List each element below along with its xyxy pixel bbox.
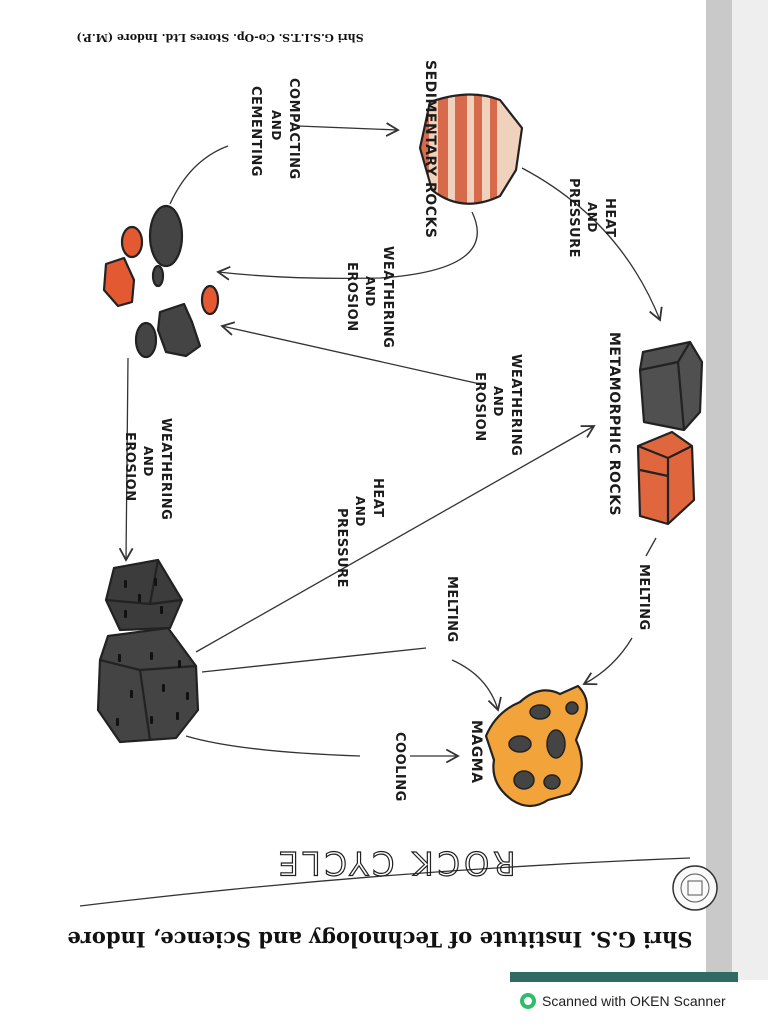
sedimentary-rock-icon bbox=[418, 93, 524, 205]
page-binding-shadow bbox=[732, 0, 768, 980]
printer-footer: Shri G.S.I.T.S. Co-Op. Stores Ltd. Indor… bbox=[76, 31, 363, 44]
scanner-label: Scanned with OKEN Scanner bbox=[542, 993, 726, 1009]
line-igneous-to-cooling bbox=[185, 735, 361, 757]
arrow-melting-center-to-magma bbox=[451, 659, 502, 712]
label-cementing: CEMENTING bbox=[248, 86, 263, 177]
label-weathering-center: WEATHERING bbox=[380, 246, 395, 348]
label-erosion-right: EROSION bbox=[472, 372, 487, 442]
label-pressure-top: PRESSURE bbox=[566, 178, 581, 258]
arrow-sedimentary-to-metamorphic bbox=[521, 167, 663, 322]
arrow-compacting-to-sedimentary bbox=[297, 122, 400, 137]
label-weathering-center-and: AND bbox=[363, 276, 377, 307]
scanner-logo-icon bbox=[520, 993, 536, 1009]
metamorphic-gray-rock-icon bbox=[638, 340, 704, 432]
label-weathering-right-and: AND bbox=[491, 386, 505, 417]
label-heat-top-and: AND bbox=[585, 202, 599, 233]
label-melting-center: MELTING bbox=[444, 576, 459, 643]
label-heat-top: HEAT bbox=[602, 198, 617, 238]
arrow-sediments-to-igneous bbox=[118, 357, 134, 562]
label-erosion-left: EROSION bbox=[122, 432, 137, 502]
label-compacting: COMPACTING bbox=[286, 78, 301, 180]
label-weathering-right: WEATHERING bbox=[508, 354, 523, 456]
label-compacting-and: AND bbox=[269, 110, 283, 141]
page-binding-strip bbox=[706, 0, 732, 980]
header-rule bbox=[79, 857, 691, 907]
label-cooling: COOLING bbox=[392, 732, 407, 802]
label-heat-center: HEAT bbox=[370, 478, 385, 518]
label-weathering-left: WEATHERING bbox=[158, 418, 173, 520]
line-metamorphic-to-melting bbox=[645, 537, 657, 557]
label-heat-center-and: AND bbox=[353, 496, 367, 527]
sediment-pieces-icon bbox=[102, 204, 220, 359]
metamorphic-orange-rock-icon bbox=[636, 430, 696, 526]
line-sediment-to-compacting bbox=[169, 145, 229, 205]
arrow-igneous-to-metamorphic bbox=[195, 425, 596, 653]
institute-header: Shri G.S. Institute of Technology and Sc… bbox=[67, 927, 692, 952]
label-weathering-left-and: AND bbox=[141, 446, 155, 477]
line-igneous-to-melting bbox=[201, 647, 427, 673]
label-metamorphic-rocks: METAMORPHIC ROCKS bbox=[606, 332, 622, 516]
label-magma: MAGMA bbox=[468, 720, 484, 784]
arrow-melting-to-magma bbox=[582, 637, 633, 686]
label-sedimentary-rocks: SEDIMENTARY ROCKS bbox=[422, 60, 438, 238]
label-pressure-center: PRESSURE bbox=[334, 508, 349, 588]
arrow-metamorphic-to-sediments bbox=[220, 321, 481, 385]
scanner-watermark: Scanned with OKEN Scanner bbox=[520, 989, 765, 1013]
igneous-rock-icon bbox=[96, 558, 200, 744]
diagram-title: ROCK CYCLE bbox=[275, 844, 516, 882]
institute-seal-icon bbox=[672, 865, 718, 911]
arrow-sedimentary-to-sediments bbox=[216, 211, 478, 281]
label-erosion-center: EROSION bbox=[344, 262, 359, 332]
magma-icon bbox=[484, 684, 589, 808]
bottom-band bbox=[510, 972, 738, 982]
label-melting-right: MELTING bbox=[636, 564, 651, 631]
